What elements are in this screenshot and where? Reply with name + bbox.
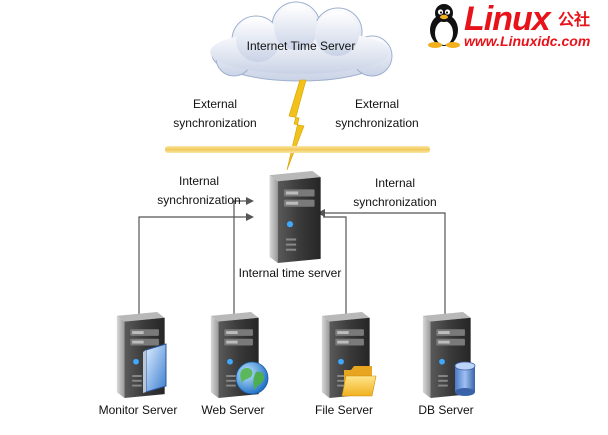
database-icon <box>454 361 476 396</box>
internal-sync-left-line1: Internal <box>178 174 220 188</box>
external-sync-right-line2: synchronization <box>335 116 419 130</box>
lightning-bolt-icon <box>286 79 307 171</box>
external-sync-left-line1: External <box>192 97 238 111</box>
file-server-label: File Server <box>314 403 373 417</box>
external-sync-right-line1: External <box>354 97 400 111</box>
internal-sync-right-line1: Internal <box>374 176 416 190</box>
monitor-icon <box>143 343 167 393</box>
cloud-label: Internet Time Server <box>246 39 356 53</box>
internal-time-server-icon <box>269 171 321 263</box>
external-sync-left-line2: synchronization <box>173 116 257 130</box>
logo-brand: Linux <box>464 0 551 38</box>
internal-sync-left-line2: synchronization <box>157 193 241 207</box>
connector-lines <box>138 200 446 318</box>
internal-sync-right-label: Internal synchronization <box>340 174 450 212</box>
external-sync-right-label: External synchronization <box>322 95 432 133</box>
monitor-server-label: Monitor Server <box>98 403 178 417</box>
internal-sync-right-line2: synchronization <box>353 195 437 209</box>
db-server-label: DB Server <box>418 403 474 417</box>
penguin-icon <box>428 4 460 48</box>
internal-time-server-label: Internal time server <box>238 266 342 280</box>
folder-icon <box>341 366 377 397</box>
connector-arrowheads <box>246 197 325 221</box>
linux-logo: Linux 公社 www.Linuxidc.com <box>424 0 604 50</box>
logo-url: www.Linuxidc.com <box>464 33 591 49</box>
network-bar <box>165 146 430 153</box>
internet-cloud <box>210 1 393 82</box>
external-sync-left-label: External synchronization <box>160 95 270 133</box>
internal-sync-left-label: Internal synchronization <box>144 172 254 210</box>
web-server-label: Web Server <box>201 403 265 417</box>
globe-icon <box>235 361 269 395</box>
logo-brand-cn: 公社 <box>558 10 591 29</box>
